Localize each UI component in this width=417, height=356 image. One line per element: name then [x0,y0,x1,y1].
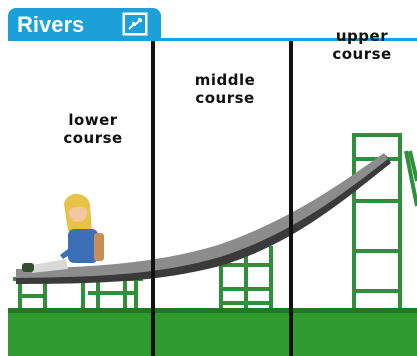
girl-figure [22,193,104,273]
slide-surface [16,153,388,278]
header-underline [8,38,417,41]
page-title: Rivers [17,12,85,37]
middle-scaffold [219,246,273,308]
middle-course-label: middle course [194,71,256,107]
grass-ground [8,308,417,356]
upper-tower-scaffold [352,133,417,308]
divider-lower-middle [151,41,155,356]
grass-shadow [8,308,417,313]
upper-course-label: upper course [332,27,392,63]
river-slide-illustration [8,41,417,356]
lower-course-label: lower course [63,111,123,147]
expand-icon[interactable] [122,12,148,36]
divider-middle-upper [289,41,293,356]
